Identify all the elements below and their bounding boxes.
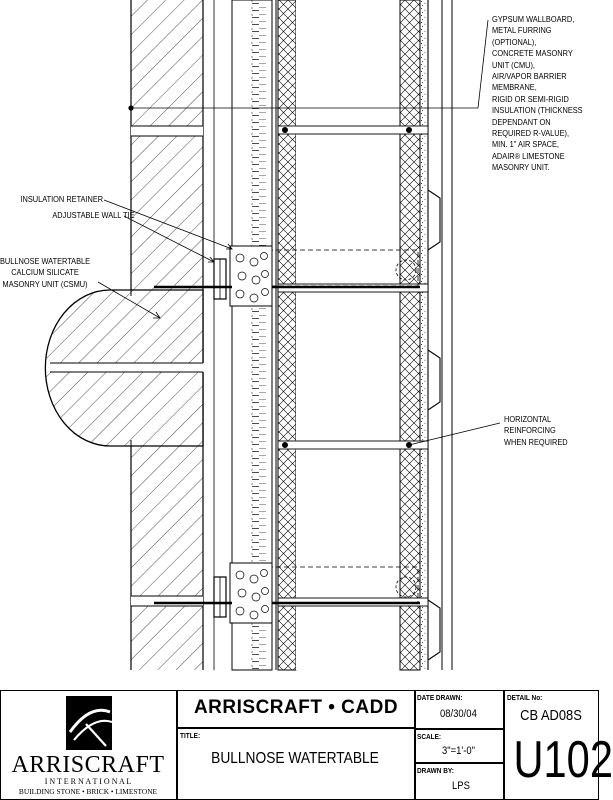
detail-code: CB AD08S <box>520 707 582 724</box>
drawn-by-value: LPS <box>452 780 470 792</box>
wall-tie-upper <box>154 245 420 307</box>
date-value: 08/30/04 <box>440 708 477 720</box>
scale-label: SCALE: <box>417 732 442 741</box>
arriscraft-logo: ARRISCRAFT I N T E R N A T I O N A L BUI… <box>2 694 174 798</box>
detail-number: U102 <box>513 731 613 789</box>
rigid-insulation <box>231 0 273 671</box>
date-label: DATE DRAWN: <box>417 693 463 702</box>
drawing-title: BULLNOSE WATERTABLE <box>211 750 379 767</box>
bullnose-watertable <box>44 289 204 447</box>
reinforcing-note: HORIZONTAL REINFORCING WHEN REQUIRED <box>504 414 568 447</box>
assembly-note: GYPSUM WALLBOARD, METAL FURRING (OPTIONA… <box>492 14 583 173</box>
insulation-retainer-note: INSULATION RETAINER <box>20 194 103 204</box>
logo-mark-icon <box>66 696 113 750</box>
furring-and-gypsum <box>427 0 453 670</box>
drawn-by-label: DRAWN BY: <box>417 766 454 775</box>
company-name: ARRISCRAFT • CADD <box>193 697 399 718</box>
wall-section-drawing: GYPSUM WALLBOARD, METAL FURRING (OPTIONA… <box>0 0 583 671</box>
title-label: TITLE: <box>180 731 201 740</box>
logo-sub: I N T E R N A T I O N A L <box>44 777 132 786</box>
cmu-wall <box>267 0 429 671</box>
wall-tie-lower <box>154 562 420 624</box>
logo-tagline: BUILDING STONE • BRICK • LIMESTONE <box>18 787 158 796</box>
csmu-note: BULLNOSE WATERTABLE CALCIUM SILICATE MAS… <box>0 256 91 289</box>
detail-label: DETAIL No: <box>507 693 543 702</box>
section-svg <box>44 0 501 671</box>
scale-value: 3"=1'-0" <box>442 745 475 757</box>
leader-lines <box>97 19 501 448</box>
title-block: ARRISCRAFT I N T E R N A T I O N A L BUI… <box>0 690 613 800</box>
logo-name: ARRISCRAFT <box>11 752 165 778</box>
wall-tie-note: ADJUSTABLE WALL TIE <box>52 210 135 220</box>
